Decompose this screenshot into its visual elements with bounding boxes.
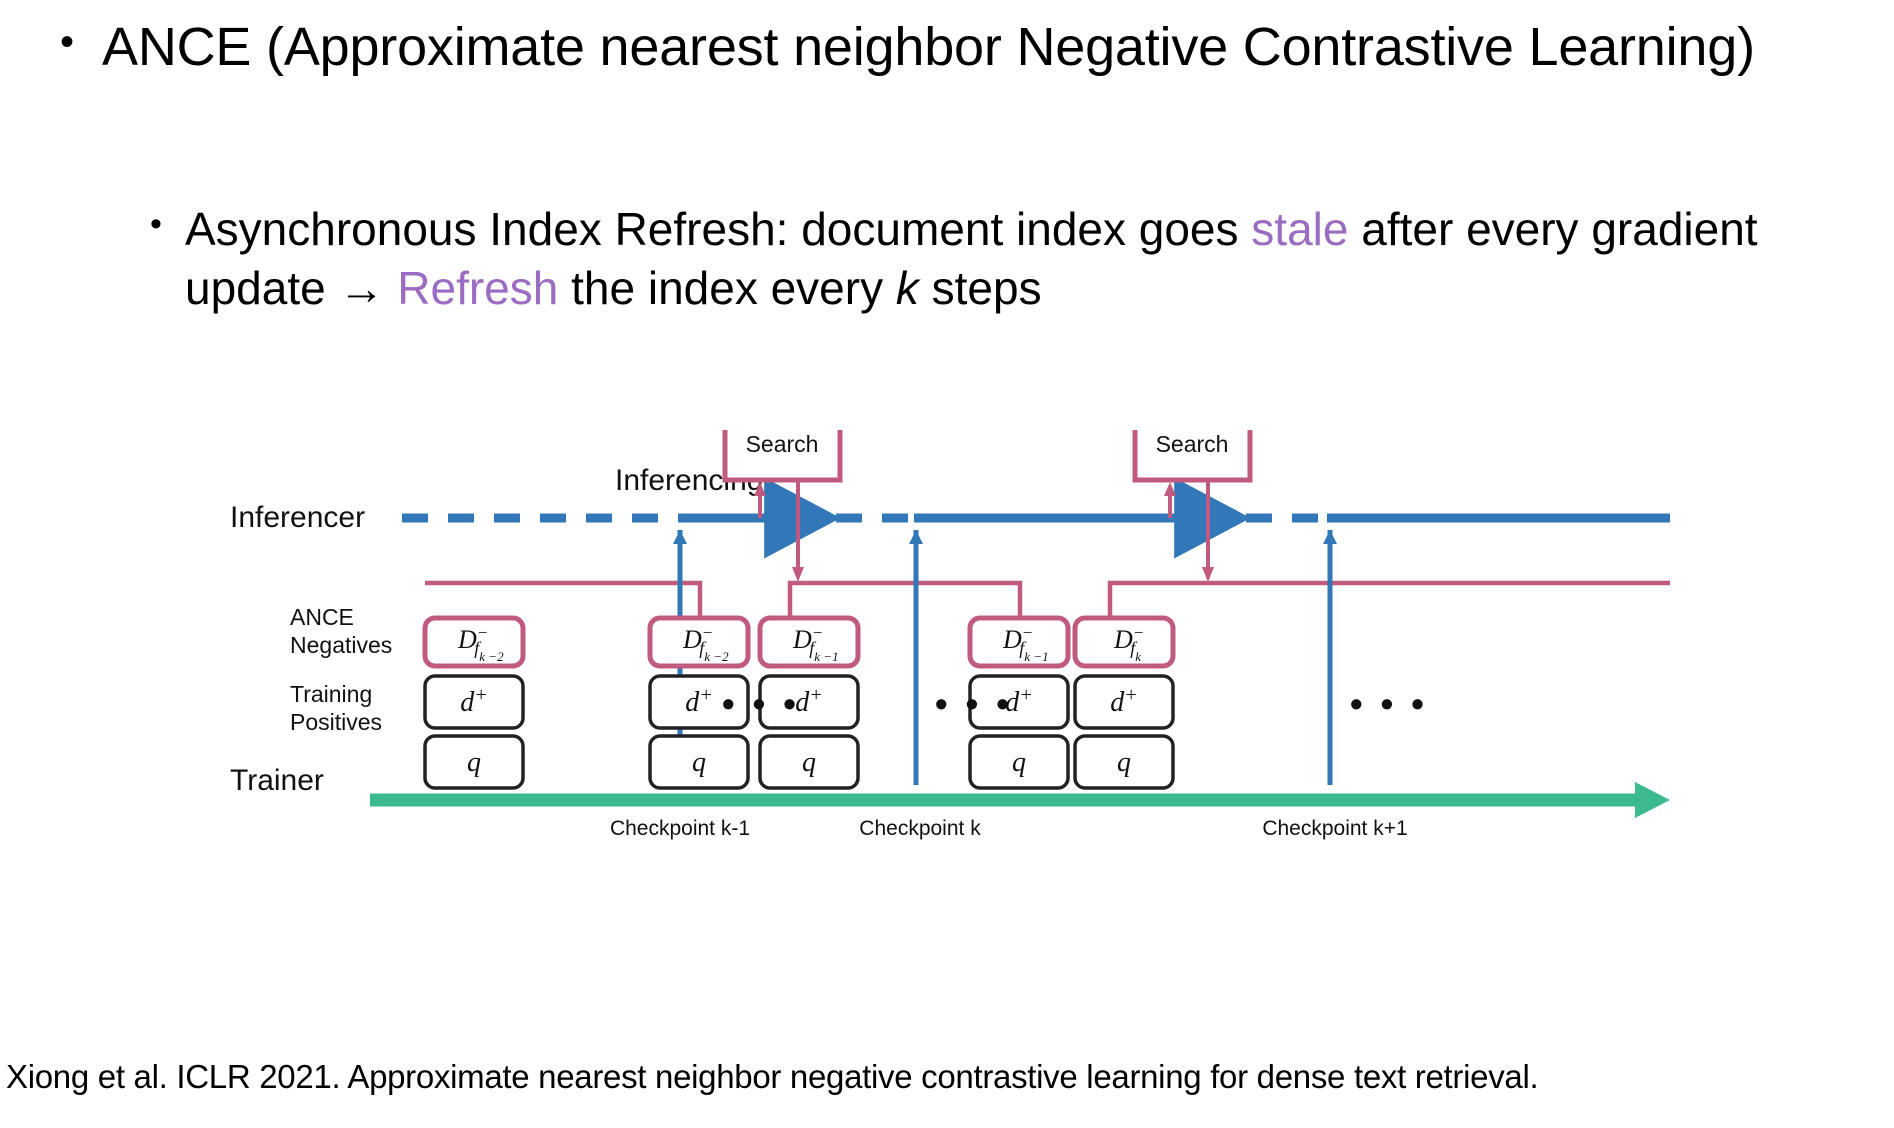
negative-box[interactable] (967, 615, 1071, 669)
negatives-bus-segment-2 (787, 580, 1023, 618)
positive-box[interactable] (648, 674, 750, 730)
negatives-bus-segment-3 (1107, 580, 1670, 618)
bullet-level-1: • ANCE (Approximate nearest neighbor Neg… (60, 14, 1760, 81)
checkpoint-arrowhead-2 (909, 530, 923, 544)
row-label-inferencer: Inferencer (230, 501, 365, 534)
bullet-marker-icon: • (60, 20, 74, 64)
index-search-box-1-line2: Search (746, 431, 819, 457)
citation-text: Xiong et al. ICLR 2021. Approximate near… (6, 1058, 1539, 1095)
variable-k: k (895, 261, 919, 314)
checkpoint-label-k-minus-1: Checkpoint k-1 (610, 817, 750, 840)
checkpoint-arrowhead-3 (1323, 530, 1337, 544)
row-label-training-positives-line1: Training (290, 681, 372, 707)
negative-box[interactable] (422, 615, 526, 669)
checkpoint-label-k-plus-1: Checkpoint k+1 (1262, 817, 1407, 840)
query-box[interactable] (648, 734, 750, 790)
bullet-marker-icon: • (150, 205, 162, 243)
text-segment-1: Asynchronous Index Refresh: document ind… (185, 203, 1252, 255)
query-box-label: q (1012, 747, 1026, 778)
query-box[interactable] (423, 734, 525, 790)
row-label-ance-negatives-line1: ANCE (290, 604, 354, 630)
index-search-box-2-line2: Search (1156, 431, 1229, 457)
negative-box[interactable] (647, 615, 751, 669)
query-box-label: q (467, 747, 481, 778)
checkpoint-label-k: Checkpoint k (859, 817, 981, 840)
negative-box[interactable] (757, 615, 861, 669)
positive-box[interactable] (968, 674, 1070, 730)
index-search-box-2[interactable] (1132, 430, 1253, 483)
index-search-output-arrowhead-1 (792, 567, 804, 582)
highlight-stale: stale (1251, 203, 1349, 255)
bullet-level-2-text: Asynchronous Index Refresh: document ind… (185, 200, 1894, 318)
highlight-refresh: Refresh (397, 261, 559, 314)
ellipsis-3: • • • (1350, 683, 1428, 724)
ellipsis-1: • • • (722, 683, 800, 724)
negatives-bus-segment-1 (425, 580, 703, 618)
positive-box[interactable] (423, 674, 525, 730)
positive-box[interactable] (758, 674, 860, 730)
ance-architecture-diagram: Inferencer ANCE Negatives Training Posit… (230, 430, 1670, 1030)
bullet-level-1-text: ANCE (Approximate nearest neighbor Negat… (102, 17, 1755, 77)
checkpoint-arrowhead-1 (673, 530, 687, 544)
row-label-training-positives-line2: Positives (290, 709, 382, 735)
index-search-box-1[interactable] (722, 430, 843, 483)
bullet-level-2: • Asynchronous Index Refresh: document i… (150, 200, 1894, 318)
positive-box[interactable] (1073, 674, 1175, 730)
text-segment-3: the index every (558, 261, 896, 314)
index-search-input-arrowhead-1 (754, 482, 766, 496)
query-box-label: q (802, 747, 816, 778)
trainer-timeline-arrowhead (1635, 782, 1670, 818)
positive-box-label: d+ (460, 684, 488, 718)
query-box-label: q (1117, 747, 1131, 778)
query-box-label: q (692, 747, 706, 778)
query-box[interactable] (968, 734, 1070, 790)
row-label-ance-negatives-line2: Negatives (290, 632, 392, 658)
index-search-output-arrowhead-2 (1202, 567, 1214, 582)
negative-box[interactable] (1072, 615, 1176, 669)
row-label-trainer: Trainer (230, 764, 324, 797)
ellipsis-2: • • • (935, 683, 1013, 724)
query-box[interactable] (1073, 734, 1175, 790)
text-segment-2: after every gradient update → (185, 203, 1758, 314)
query-box[interactable] (758, 734, 860, 790)
text-segment-4: steps (918, 261, 1042, 314)
index-search-input-arrowhead-2 (1164, 482, 1176, 496)
